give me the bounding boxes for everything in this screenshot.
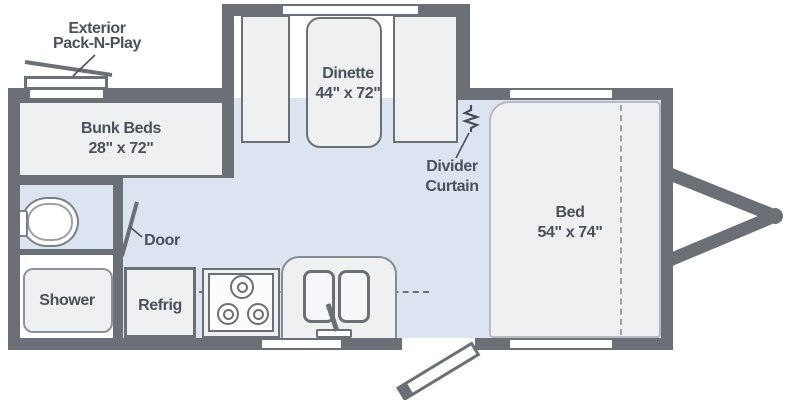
bed-fold-dashed-line [620, 105, 622, 335]
bunk-beds-dimensions: 28" x 72" [88, 140, 154, 157]
refrigerator [124, 267, 196, 338]
window-bed-bottom [510, 340, 612, 348]
stove-burner-right-icon [247, 303, 269, 325]
hitch-coupler-ball [767, 208, 783, 224]
dinette-label: Dinette [322, 65, 374, 82]
hitch-upper-arm [662, 165, 773, 221]
sink-basin-right [338, 270, 370, 323]
pack-n-play-lid [24, 60, 113, 77]
bathroom-wall-side [113, 175, 123, 350]
stove-burner-left-icon [217, 303, 239, 325]
entry-door-leaf [396, 341, 481, 400]
stove-burner-top-icon [230, 275, 254, 299]
door-leader-line [129, 226, 143, 238]
toilet-icon [21, 197, 79, 247]
dinette-table [306, 17, 382, 148]
pack-n-play-hatch [24, 76, 108, 90]
exterior-packnplay-label-line1: Exterior [68, 20, 126, 37]
bed-dimensions: 54" x 74" [537, 224, 603, 241]
slideout-wall-left [222, 4, 234, 178]
divider-curtain-label-line1: Divider [426, 158, 478, 175]
slideout-wall-right [458, 4, 470, 100]
window-dinette [283, 6, 418, 14]
refrig-label: Refrig [138, 297, 182, 314]
exterior-packnplay-label-line2: Pack-N-Play [52, 35, 142, 52]
hitch-lower-arm [662, 212, 773, 268]
bunk-beds-label: Bunk Beds [81, 120, 161, 137]
bathroom-door-leaf [120, 201, 139, 257]
dinette-bench-left [241, 15, 290, 143]
curtain-zigzag-icon [461, 105, 481, 132]
pack-n-play-leader-line [72, 54, 96, 77]
bed-area [489, 101, 661, 338]
window-kitchen [262, 340, 341, 348]
shower-label: Shower [39, 292, 95, 309]
dinette-dimensions: 44" x 72" [315, 85, 381, 102]
bathroom-wall-top [8, 175, 120, 185]
faucet-icon [325, 303, 340, 332]
toilet-bowl-inner [27, 203, 73, 241]
entry-door-panel [396, 341, 481, 400]
shower-tray [23, 268, 113, 333]
door-label: Door [144, 232, 180, 249]
curtain-leader-line [455, 132, 470, 159]
faucet-base [316, 329, 352, 338]
dinette-bench-right [393, 15, 458, 143]
wall-left [8, 88, 20, 350]
bed-label: Bed [555, 204, 585, 221]
entry-door-end-cap [398, 382, 414, 400]
entry-door-opening [402, 338, 475, 350]
wall-right [661, 88, 673, 350]
window-bed-top [510, 90, 612, 98]
window-bunk [30, 90, 103, 98]
shower-wall-top [8, 249, 113, 255]
divider-curtain-label-line2: Curtain [425, 178, 479, 195]
